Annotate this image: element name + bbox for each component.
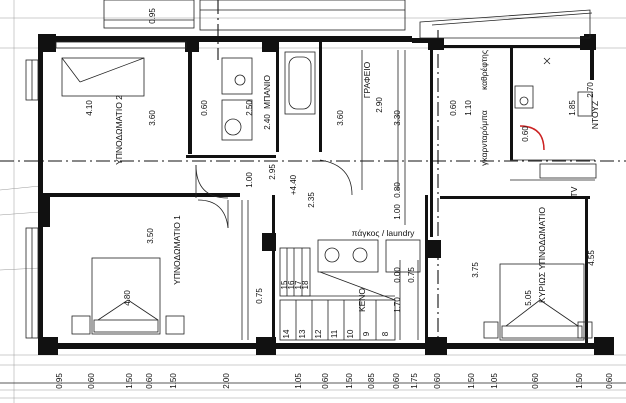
bedroom1-area: 4.80 bbox=[123, 290, 132, 306]
dim-hall-f: 0.80 bbox=[393, 182, 402, 198]
master-dim-b: 4.55 bbox=[587, 250, 596, 266]
bottom-dim: 1.05 bbox=[490, 373, 499, 389]
shower-dim-c: 2.70 bbox=[586, 82, 595, 98]
stair-number: 8 bbox=[381, 331, 390, 336]
stair-number: 16 bbox=[287, 280, 296, 289]
bedroom2-width: 3.60 bbox=[148, 110, 157, 126]
bottom-dim: 0.60 bbox=[392, 373, 401, 389]
bath-dim-c: 2.40 bbox=[263, 114, 272, 130]
dim-hall-a: 1.00 bbox=[245, 172, 254, 188]
bottom-dim: 1.50 bbox=[125, 373, 134, 389]
tv-label: TV bbox=[569, 186, 579, 197]
dim-closet-a: 1.70 bbox=[393, 297, 402, 313]
stair-numbers: 15 16 17 18 14 13 12 11 10 9 8 bbox=[280, 280, 390, 338]
dim-hall-e: 1.00 bbox=[393, 204, 402, 220]
wardrobe-dim-a: 0.60 bbox=[449, 100, 458, 116]
bath-name: ΜΠΑΝΙΟ bbox=[262, 75, 272, 109]
bath-dim-b: 2.50 bbox=[245, 100, 254, 116]
shower-dim-a: 0.60 bbox=[521, 126, 530, 142]
bottom-dim: 0.60 bbox=[433, 373, 442, 389]
dim-top: 0.95 bbox=[148, 8, 157, 24]
bedroom2-name: ΥΠΝΟΔΩΜΑΤΙΟ 2 bbox=[114, 95, 124, 165]
bottom-dim: 1.50 bbox=[467, 373, 476, 389]
stair-number: 11 bbox=[330, 329, 339, 338]
wardrobe-dim-b: 1.10 bbox=[464, 100, 473, 116]
bedroom1-name: ΥΠΝΟΔΩΜΑΤΙΟ 1 bbox=[172, 215, 182, 285]
dim-hall-c: +4.40 bbox=[289, 174, 298, 195]
mirror-label: καθρέφτης bbox=[479, 50, 489, 90]
bottom-dim: 2.00 bbox=[222, 373, 231, 389]
linework bbox=[0, 0, 626, 384]
master-name: ΚΥΡΙΩΣ ΥΠΝΟΔΩΜΑΤΙΟ bbox=[537, 207, 547, 303]
dim-closet-b: 0.75 bbox=[407, 267, 416, 283]
bottom-dim: 1.50 bbox=[575, 373, 584, 389]
bedroom2-area: 4.10 bbox=[85, 100, 94, 116]
dim-hall-d: 2.35 bbox=[307, 192, 316, 208]
bath-dim-a: 0.60 bbox=[200, 100, 209, 116]
bottom-dim: 1.50 bbox=[345, 373, 354, 389]
office-name: ΓΡΑΦΕΙΟ bbox=[362, 61, 372, 98]
bottom-dim: 0.85 bbox=[367, 373, 376, 389]
kitchen-label: πάγκος / laundry bbox=[352, 228, 416, 238]
stair-number: 13 bbox=[298, 329, 307, 338]
bottom-dim: 0.60 bbox=[605, 373, 614, 389]
bedroom1-width: 3.50 bbox=[146, 228, 155, 244]
bottom-dim: 0.95 bbox=[55, 373, 64, 389]
bottom-dim: 1.75 bbox=[410, 373, 419, 389]
bottom-dim: 0.60 bbox=[87, 373, 96, 389]
stair-number: 12 bbox=[314, 329, 323, 338]
dim-hall-b: 2.95 bbox=[268, 164, 277, 180]
office-dim-a: 3.60 bbox=[336, 110, 345, 126]
master-dim-a: 3.75 bbox=[471, 262, 480, 278]
office-dim-c: 3.30 bbox=[393, 110, 402, 126]
bottom-dim: 0.60 bbox=[531, 373, 540, 389]
bottom-dim: 1.50 bbox=[169, 373, 178, 389]
stair-number: 18 bbox=[301, 280, 310, 289]
bottom-dim: 1.05 bbox=[294, 373, 303, 389]
shower-name: ΝΤΟΥΖ bbox=[590, 101, 600, 129]
misc-dimensions: 0.95 1.00 2.95 +4.40 2.35 1.00 0.80 0.75… bbox=[148, 8, 416, 313]
stair-number: 10 bbox=[346, 329, 355, 338]
stair-number: 17 bbox=[294, 280, 303, 289]
stair-number: 15 bbox=[280, 280, 289, 289]
stair-number: 14 bbox=[282, 329, 291, 338]
bottom-dimension-chain: 0.95 0.60 1.50 0.60 1.50 2.00 1.05 0.60 … bbox=[55, 373, 614, 389]
bottom-dim: 0.60 bbox=[321, 373, 330, 389]
walls bbox=[38, 34, 614, 355]
master-area: 5.05 bbox=[524, 290, 533, 306]
stair-number: 9 bbox=[362, 331, 371, 336]
shower-dim-b: 1.85 bbox=[568, 100, 577, 116]
bottom-dim: 0.60 bbox=[145, 373, 154, 389]
wardrobe-name: γκαρνταρόμπα bbox=[479, 110, 489, 166]
dim-bedroom1: 0.75 bbox=[255, 288, 264, 304]
shower-door-swing bbox=[519, 125, 545, 151]
room-labels: ΥΠΝΟΔΩΜΑΤΙΟ 2 4.10 3.60 ΜΠΑΝΙΟ 0.60 2.50… bbox=[85, 50, 600, 312]
office-dim-b: 2.90 bbox=[375, 97, 384, 113]
void-label: ΚΕΝΟ bbox=[357, 288, 367, 312]
dim-closet-c: 0.00 bbox=[393, 267, 402, 283]
